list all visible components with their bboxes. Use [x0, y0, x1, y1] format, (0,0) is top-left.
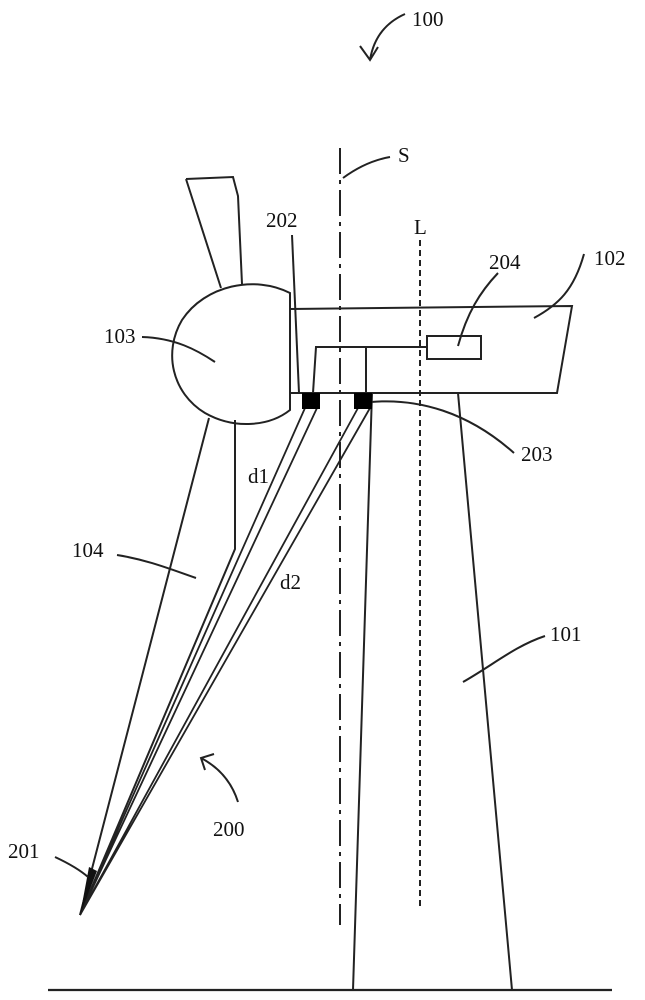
label-204: 204	[489, 250, 521, 274]
label-d2: d2	[280, 570, 301, 594]
label-100: 100	[412, 7, 444, 31]
leader-103	[141, 336, 216, 363]
leader-202	[291, 234, 300, 394]
tower	[352, 392, 513, 991]
label-202: 202	[266, 208, 298, 232]
label-104: 104	[72, 538, 104, 562]
controller-box	[426, 335, 482, 360]
label-101: 101	[550, 622, 582, 646]
label-s: S	[398, 143, 410, 167]
leader-204	[457, 272, 499, 347]
label-d1: d1	[248, 464, 269, 488]
nacelle	[289, 304, 574, 394]
leader-104	[116, 554, 197, 579]
label-102: 102	[594, 246, 626, 270]
arrow-200-shaft	[200, 757, 239, 803]
target-201	[80, 867, 97, 915]
beam-d1	[79, 407, 318, 916]
leader-100	[369, 13, 406, 61]
leader-s	[342, 156, 391, 179]
leader-101	[462, 635, 546, 683]
label-203: 203	[521, 442, 553, 466]
beam-d2	[79, 407, 371, 916]
label-l: L	[414, 215, 427, 239]
sensor-203	[354, 393, 372, 409]
hub	[171, 283, 291, 425]
label-200: 200	[213, 817, 245, 841]
sensor-202	[302, 393, 320, 409]
upper-blade	[185, 175, 243, 289]
label-201: 201	[8, 839, 40, 863]
label-103: 103	[104, 324, 136, 348]
arrow-200-head	[199, 753, 215, 771]
lower-blade	[79, 417, 236, 916]
arrow-100-head	[359, 45, 379, 62]
leader-201	[54, 856, 89, 878]
leader-203	[370, 400, 515, 454]
leader-102	[533, 253, 585, 319]
